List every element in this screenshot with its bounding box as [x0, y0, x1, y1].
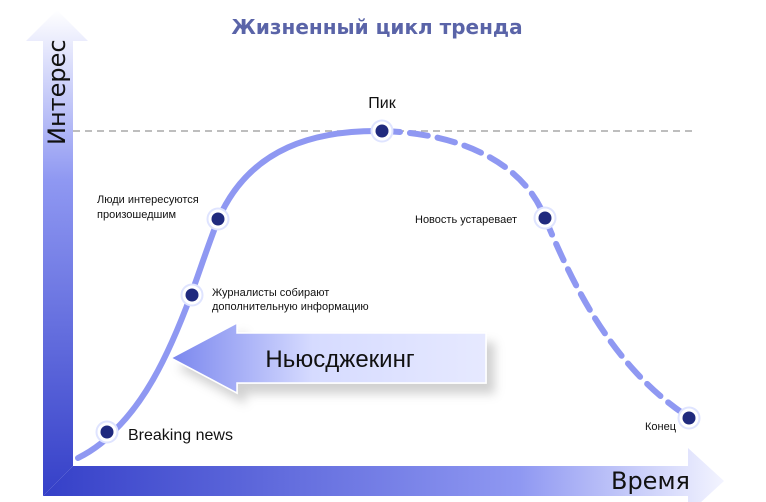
- stage-label-people-line2: произошедшим: [97, 209, 176, 221]
- stage-label-journalists-line1: Журналисты собирают: [212, 287, 329, 299]
- stage-point-stale: [533, 206, 557, 230]
- y-axis-label: Интерес: [43, 39, 71, 145]
- x-axis-arrow: [43, 448, 724, 502]
- stage-label-people-line1: Люди интересуются: [97, 194, 199, 206]
- newsjacking-label: Ньюсджекинг: [265, 346, 414, 373]
- stage-point-peak: [370, 119, 394, 143]
- stage-point-journalists: [180, 283, 204, 307]
- x-axis-label: Время: [611, 467, 690, 495]
- newsjacking-arrow: [169, 321, 487, 395]
- y-axis-arrow: [26, 10, 88, 496]
- stage-point-breaking: [95, 420, 119, 444]
- diagram-title: Жизненный цикл тренда: [231, 15, 522, 39]
- stage-label-journalists-line2: дополнительную информацию: [212, 301, 369, 313]
- stage-point-people: [206, 207, 230, 231]
- stage-label-stale: Новость устаревает: [415, 214, 517, 226]
- stage-label-peak: Пик: [368, 95, 396, 112]
- stage-label-end: Конец: [645, 421, 677, 433]
- stage-label-breaking: Breaking news: [128, 427, 233, 444]
- stage-point-end: [677, 406, 701, 430]
